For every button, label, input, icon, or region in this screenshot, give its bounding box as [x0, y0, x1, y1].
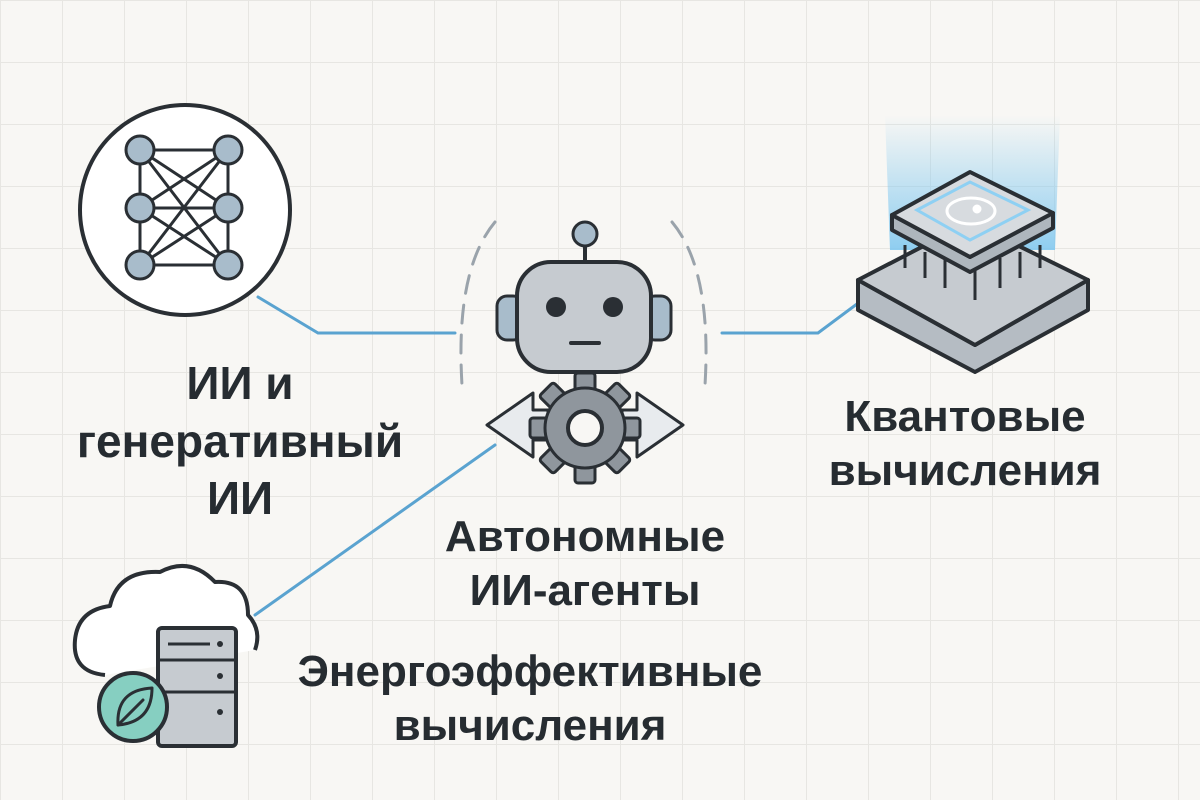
energy-label-line-1: Энергоэффективные	[297, 647, 763, 696]
energy-efficient-label: Энергоэффективные вычисления	[250, 645, 810, 752]
agents-label-line-2: ИИ-агенты	[469, 565, 701, 615]
robot-gear-icon	[459, 220, 708, 485]
connector-agents-quantum	[720, 296, 867, 335]
cloud-server-leaf-icon	[72, 564, 260, 748]
ai-label-line-3: ИИ	[206, 472, 274, 524]
quantum-label-line-1: Квантовые	[844, 392, 1086, 441]
autonomous-agents-label: Автономные ИИ-агенты	[405, 510, 765, 617]
neural-network-icon	[78, 103, 292, 317]
ai-label-line-2: генеративный	[76, 414, 404, 467]
ai-label-line-1: ИИ и	[186, 357, 294, 409]
ai-genai-label: ИИ и генеративный ИИ	[60, 355, 420, 528]
quantum-label-line-2: вычисления	[828, 445, 1102, 495]
connector-ai-agents	[256, 295, 457, 335]
agents-label-line-1: Автономные	[444, 512, 726, 561]
quantum-chip-icon	[856, 115, 1090, 374]
quantum-computing-label: Квантовые вычисления	[800, 390, 1130, 497]
energy-label-line-2: вычисления	[393, 700, 667, 750]
connector-lines	[253, 295, 867, 617]
connector-agents-energy	[253, 443, 497, 617]
